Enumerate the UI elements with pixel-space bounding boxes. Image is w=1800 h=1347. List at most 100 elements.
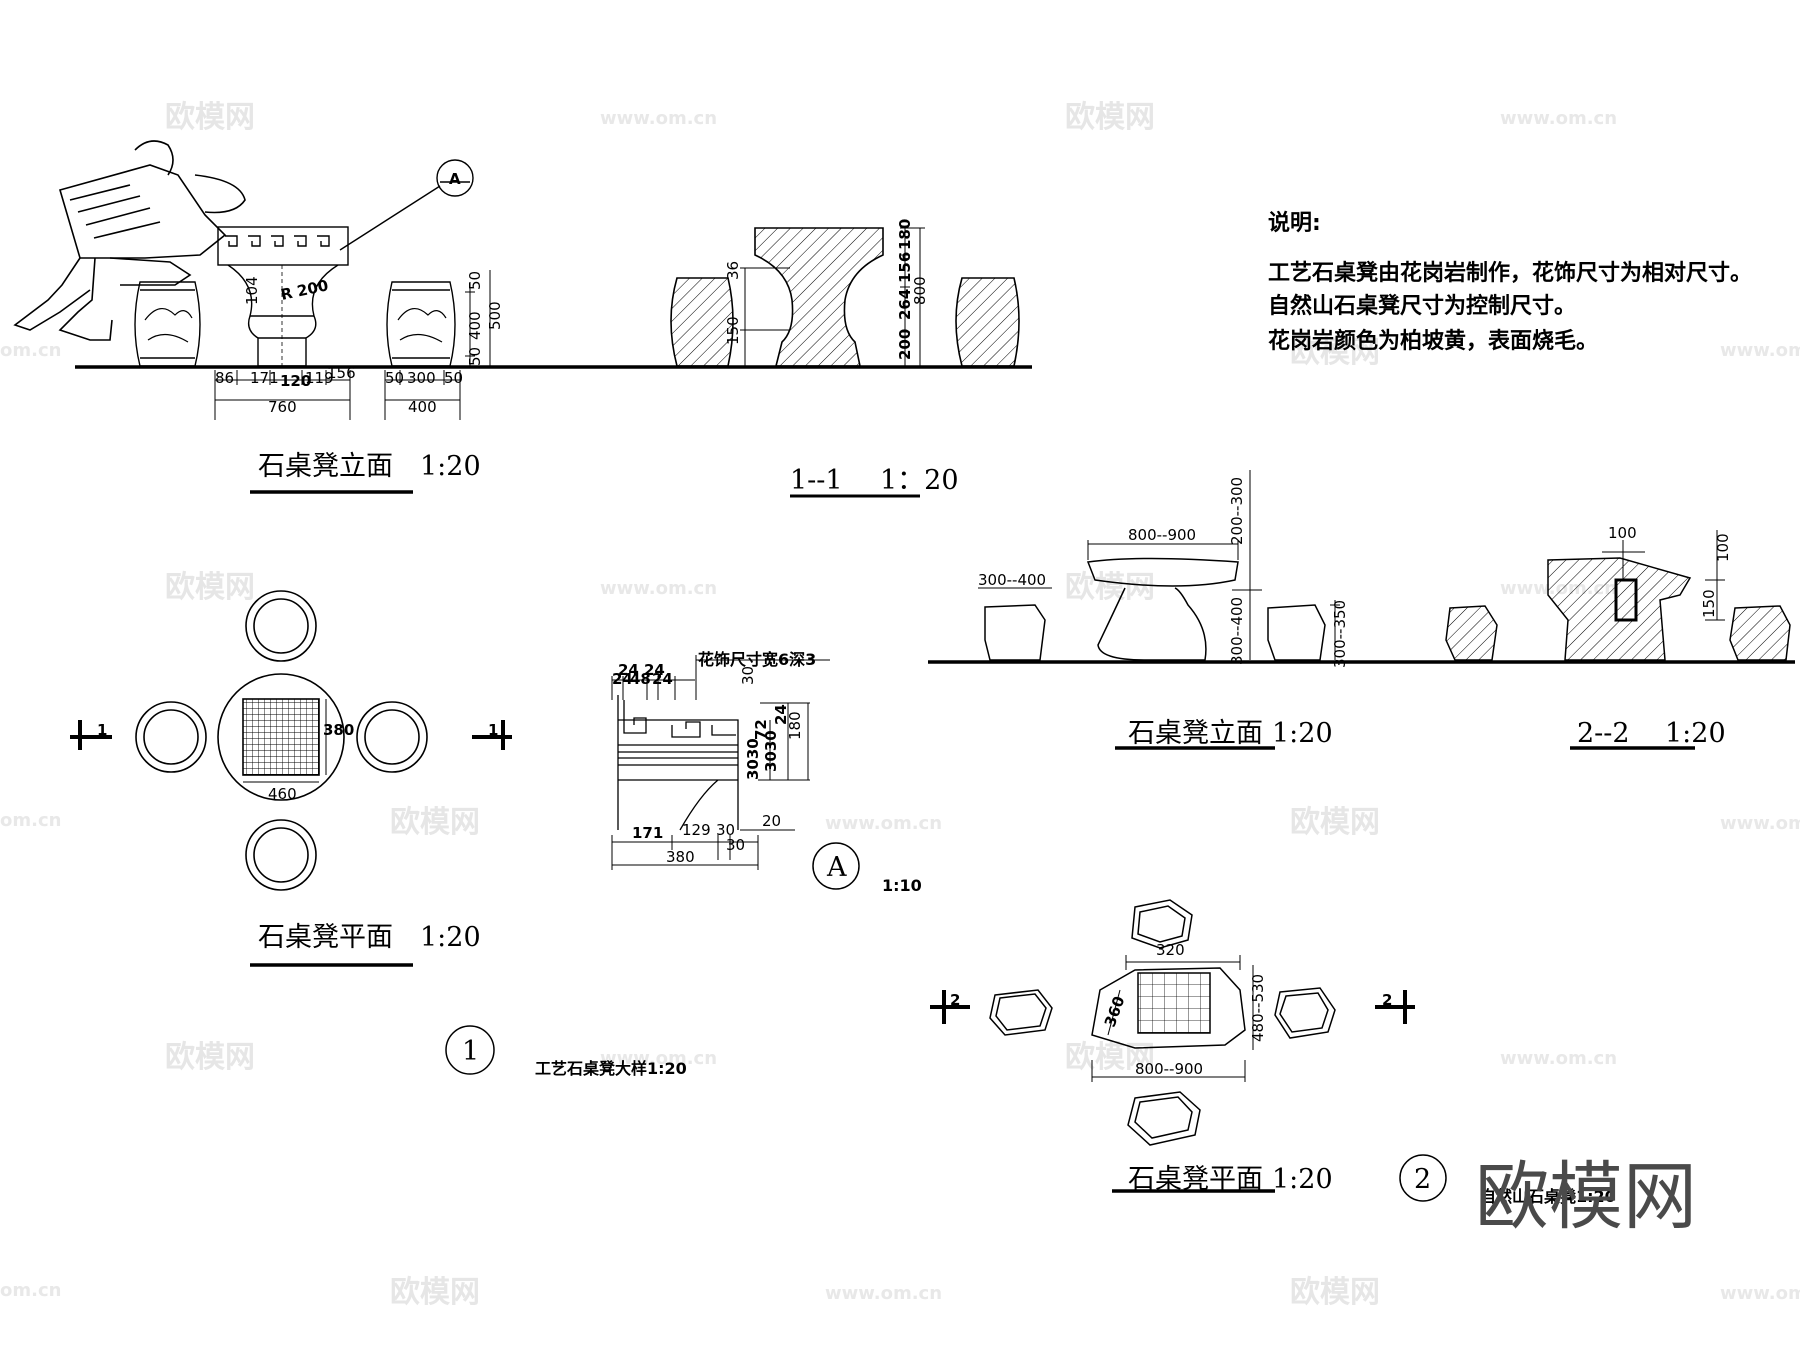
plan-rock-stool <box>1127 1091 1201 1146</box>
detail-a-labels: 花饰尺寸宽6深3 24 24 24 48 24 30 72 24 180 303… <box>612 650 816 866</box>
notes-line: 自然山石桌凳尺寸为控制尺寸。 <box>1268 293 1576 319</box>
watermark-url: www.om.cn <box>1720 340 1800 361</box>
section-1-title: 1--1 1：20 <box>790 465 959 498</box>
watermark-brand: 欧模网 <box>1290 805 1380 840</box>
dim-label: 48 <box>630 670 651 688</box>
dim-label: 119 <box>305 369 334 387</box>
plan-rock-stool <box>1131 899 1193 949</box>
dim-label: 800 <box>911 276 929 305</box>
dim-label: 460 <box>268 785 297 803</box>
notes-line: 花岗岩颜色为柏坡黄，表面烧毛。 <box>1268 328 1598 354</box>
dim-label: 156 <box>327 364 356 382</box>
section-stool-left <box>670 277 734 367</box>
cut-label: 1 <box>97 721 107 739</box>
plan-table <box>217 673 345 801</box>
watermark-url: www.om.cn <box>1720 1283 1800 1304</box>
natural-plan-drawing <box>930 899 1415 1146</box>
craft-plan-title: 石桌凳平面 1:20 <box>250 922 481 967</box>
dim-label: 150 <box>1700 589 1718 618</box>
section-table <box>754 227 884 367</box>
dim-label: 24 <box>612 670 633 688</box>
plan-rock-table <box>1091 967 1246 1049</box>
dim-label: 120 <box>280 372 311 390</box>
watermark-url: om.cn <box>0 810 61 831</box>
chess-grid <box>1137 972 1211 1034</box>
view-title: 1--1 <box>790 465 843 496</box>
dim-label: 300--400 <box>978 571 1046 589</box>
dim-label: 86 <box>215 369 234 387</box>
plan-stool <box>245 819 317 891</box>
dim-label: 800--900 <box>1135 1060 1203 1078</box>
dim-label: 30 <box>716 821 735 839</box>
dim-label: 320 <box>1156 941 1185 959</box>
watermark-layer: 欧模网 www.om.cn 欧模网 www.om.cn om.cn 欧模网 ww… <box>0 100 1800 1310</box>
section-1-drawing <box>670 227 1020 367</box>
watermark-url: www.om.cn <box>1500 1048 1617 1069</box>
dim-label: 24 <box>652 670 673 688</box>
craft-plan-drawing <box>70 590 512 891</box>
detail-scale: 1:10 <box>882 876 922 895</box>
dim-label: 500 <box>486 301 504 330</box>
watermark-brand: 欧模网 <box>1065 570 1155 605</box>
dim-label: 180 <box>786 711 804 740</box>
craft-plan-labels: 380 460 1 1 <box>97 721 498 803</box>
dim-label: 50 <box>466 271 484 290</box>
cut-label: 2 <box>950 991 960 1009</box>
watermark-url: www.om.cn <box>1500 108 1617 129</box>
watermark-url: www.om.cn <box>600 1048 717 1069</box>
watermark-brand: 欧模网 <box>165 1040 255 1075</box>
dim-label: R 200 <box>279 276 330 304</box>
craft-elevation-title: 石桌凳立面 1:20 <box>250 451 481 494</box>
dim-label: 24 <box>772 704 790 725</box>
rock-stool-section <box>1729 605 1791 661</box>
rock-table-section <box>1547 557 1692 661</box>
dim-label: 300--350 <box>1331 600 1349 668</box>
dim-label: 171 <box>632 824 663 842</box>
dim-label: 104 <box>243 276 261 305</box>
view-scale: 1：20 <box>880 465 959 496</box>
dim-label: 24 <box>618 661 639 679</box>
watermark-brand: 欧模网 <box>390 805 480 840</box>
dim-label: 30 <box>739 666 757 685</box>
craft-detail-marker: 1 工艺石桌凳大样1:20 <box>445 1025 687 1078</box>
dim-label: 760 <box>268 398 297 416</box>
dim-label: 3030 <box>744 738 762 780</box>
detail-title: 自然山石桌凳1:20 <box>1480 1187 1616 1206</box>
detail-note: 花饰尺寸宽6深3 <box>698 650 816 669</box>
detail-label: A <box>826 852 847 883</box>
section-2-title: 2--2 1:20 <box>1570 718 1726 750</box>
watermark-url: www.om.cn <box>1720 813 1800 834</box>
corner-watermark: 欧模网 <box>1475 1154 1697 1240</box>
notes-block: 说明: 工艺石桌凳由花岗岩制作，花饰尺寸为相对尺寸。 自然山石桌凳尺寸为控制尺寸… <box>1268 210 1752 354</box>
dim-label: 264 <box>896 289 914 320</box>
natural-plan-labels: 320 360 480--530 800--900 2 2 <box>950 941 1392 1078</box>
dim-label: 30 <box>726 836 745 854</box>
natural-elevation-labels: 300--400 800--900 200--300 300--400 300-… <box>978 477 1732 668</box>
dim-label: 300--400 <box>1228 597 1246 665</box>
natural-detail-marker: 2 自然山石桌凳1:20 <box>1399 1154 1616 1206</box>
dim-label: 400 <box>408 398 437 416</box>
dim-label: 50 <box>385 369 404 387</box>
dim-label: 380 <box>666 848 695 866</box>
view-scale: 1:20 <box>420 451 481 482</box>
watermark-url: om.cn <box>0 340 61 361</box>
dim-label: 800--900 <box>1128 526 1196 544</box>
plan-rock-stool <box>989 989 1053 1036</box>
watermark-url: www.om.cn <box>600 108 717 129</box>
view-title: 石桌凳立面 <box>258 451 393 482</box>
chess-grid <box>242 698 320 776</box>
watermark-brand: 欧模网 <box>1065 1040 1155 1075</box>
dim-label: 100 <box>1714 533 1732 562</box>
dim-label: 20 <box>762 812 781 830</box>
dim-label: 24 <box>644 661 665 679</box>
watermark-brand: 欧模网 <box>1290 335 1380 370</box>
dim-label: 180 <box>896 219 914 250</box>
callout-label: A <box>449 170 461 188</box>
view-title: 2--2 <box>1577 718 1630 749</box>
detail-a-marker: A 1:10 <box>812 842 922 895</box>
view-title: 石桌凳立面 <box>1128 718 1263 749</box>
notes-heading: 说明: <box>1268 210 1321 236</box>
detail-title: 工艺石桌凳大样1:20 <box>535 1059 687 1078</box>
view-scale: 1:20 <box>1665 718 1726 749</box>
